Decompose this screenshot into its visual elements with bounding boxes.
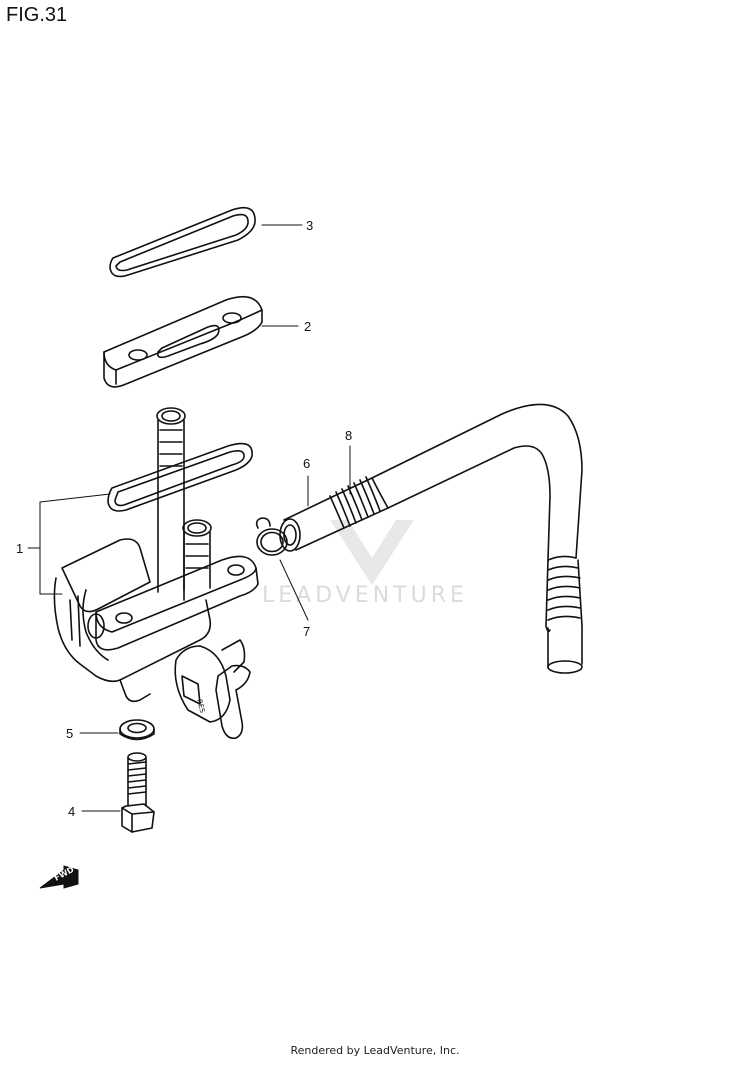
part-1-fuel-cock [53,407,259,740]
fwd-arrow-icon: FWD [39,865,79,889]
callout-5: 5 [66,726,73,741]
part-7-clamp [255,517,288,556]
part-3-gasket [109,206,256,278]
part-5-washer [119,719,155,741]
watermark: LEADVENTURE [262,520,468,608]
callout-1: 1 [16,541,23,556]
part-4-bolt [121,752,155,833]
part-2-gasket [103,295,263,388]
figure-title: FIG.31 [6,4,68,26]
callout-4: 4 [68,804,75,819]
callout-7: 7 [303,624,310,639]
leader-lines [27,224,351,812]
part-6-joint-pipe [279,496,345,552]
footer-credit: Rendered by LeadVenture, Inc. [290,1044,460,1057]
part-8-fuel-hose [329,403,583,674]
callout-6: 6 [303,456,310,471]
callout-3: 3 [306,218,313,233]
callout-2: 2 [304,319,311,334]
valve-marking: RES [195,698,206,714]
watermark-text: LEADVENTURE [262,583,468,608]
callout-8: 8 [345,428,352,443]
